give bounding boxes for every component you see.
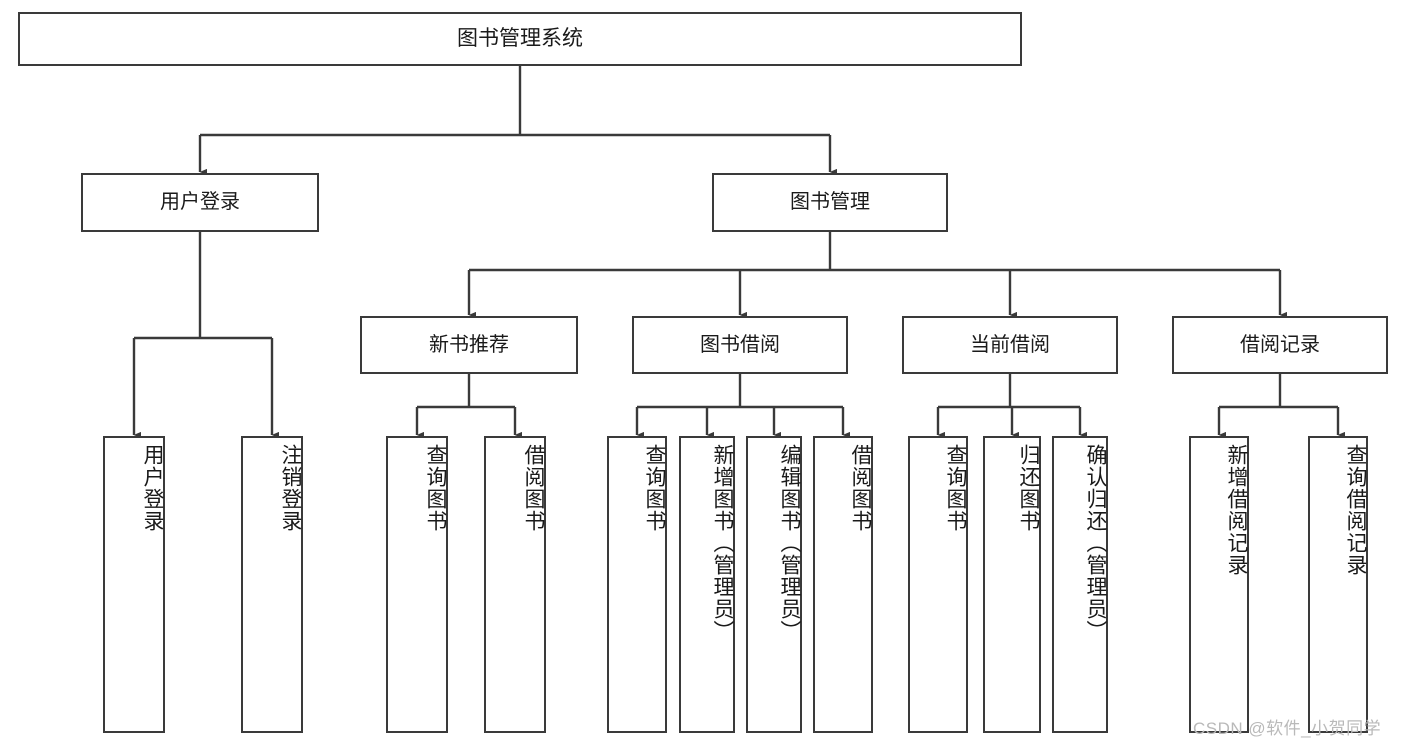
leaf-leaf-logout[interactable]: 注销登录: [241, 436, 303, 733]
leaf-leaf-borrow-book-1[interactable]: 借阅图书: [484, 436, 546, 733]
leaf-leaf-return-book[interactable]: 归还图书: [983, 436, 1041, 733]
leaf-leaf-query-record[interactable]: 查询借阅记录: [1308, 436, 1368, 733]
node-label: 新增借阅记录: [1225, 444, 1248, 576]
node-label: 当前借阅: [970, 333, 1050, 356]
leaf-leaf-confirm-return[interactable]: 确认归还（管理员）: [1052, 436, 1108, 733]
node-label: 用户登录: [160, 191, 240, 213]
node-label: 用户登录: [141, 444, 164, 532]
node-book-borrow[interactable]: 图书借阅: [632, 316, 848, 374]
node-label: 确认归还（管理员）: [1084, 444, 1107, 642]
node-label: 借阅记录: [1240, 333, 1320, 356]
node-label: 归还图书: [1017, 444, 1040, 532]
leaf-leaf-query-book-1[interactable]: 查询图书: [386, 436, 448, 733]
node-label: 借阅图书: [522, 444, 545, 532]
node-label: 新增图书（管理员）: [711, 444, 734, 642]
node-borrow-record[interactable]: 借阅记录: [1172, 316, 1388, 374]
node-label: 图书管理: [790, 191, 870, 213]
node-label: 查询图书: [424, 444, 447, 532]
leaf-leaf-user-login[interactable]: 用户登录: [103, 436, 165, 733]
node-label: 查询借阅记录: [1344, 444, 1367, 576]
node-label: 编辑图书（管理员）: [778, 444, 801, 642]
node-user-login[interactable]: 用户登录: [81, 173, 319, 232]
leaf-leaf-borrow-book-2[interactable]: 借阅图书: [813, 436, 873, 733]
node-label: 注销登录: [279, 444, 302, 532]
node-book-manage[interactable]: 图书管理: [712, 173, 948, 232]
node-label: 图书管理系统: [457, 26, 583, 50]
node-new-book-rec[interactable]: 新书推荐: [360, 316, 578, 374]
node-label: 新书推荐: [429, 333, 509, 356]
node-root[interactable]: 图书管理系统: [18, 12, 1022, 66]
node-label: 借阅图书: [849, 444, 872, 532]
leaf-leaf-query-book-3[interactable]: 查询图书: [908, 436, 968, 733]
leaf-leaf-add-book[interactable]: 新增图书（管理员）: [679, 436, 735, 733]
node-label: 查询图书: [944, 444, 967, 532]
leaf-leaf-query-book-2[interactable]: 查询图书: [607, 436, 667, 733]
watermark-text: CSDN @软件_小贺同学: [1193, 719, 1382, 738]
leaf-leaf-add-record[interactable]: 新增借阅记录: [1189, 436, 1249, 733]
node-current-borrow[interactable]: 当前借阅: [902, 316, 1118, 374]
leaf-leaf-edit-book[interactable]: 编辑图书（管理员）: [746, 436, 802, 733]
node-label: 图书借阅: [700, 333, 780, 356]
node-label: 查询图书: [643, 444, 666, 532]
